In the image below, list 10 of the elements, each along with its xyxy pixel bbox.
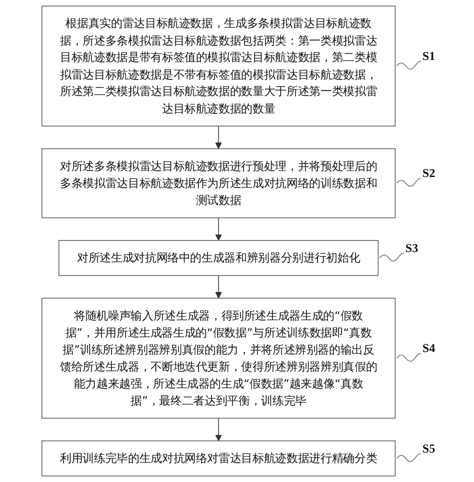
- step-label: S2: [396, 166, 436, 187]
- step-label: S4: [396, 341, 436, 362]
- step-label: S1: [396, 49, 436, 70]
- process-box: 利用训练完毕的生成对抗网络对雷达目标航迹数据进行精确分类: [42, 440, 396, 476]
- step-label: S5: [396, 441, 436, 462]
- process-box: 对所述生成对抗网络中的生成器和辨别器分别进行初始化: [58, 240, 379, 276]
- process-box: 根据真实的雷达目标航迹数据，生成多条模拟雷达目标航迹数据，所述多条模拟雷达目标航迹数据包括两类：第一类模拟雷达目标航迹数据是带有标签值的模拟雷达目标航迹数据，第二类模拟雷达目标航迹数据是不带有标签值的模拟雷达目标航迹数据，所述第二类模拟雷达目标航迹数据的数量大于所述第一类模拟雷达目标航迹数据的数量: [42, 6, 396, 126]
- step-label: S3: [379, 240, 418, 262]
- process-box: 对所述多条模拟雷达目标航迹数据进行预处理，并将预处理后的多条模拟雷达目标航迹数据作为所述生成对抗网络的训练数据和测试数据: [42, 148, 396, 218]
- process-box: 将随机噪声输入所述生成器，得到所述生成器生成的“假数据”，并用所述生成器生成的“假数据”与所述训练数据即“真数据”训练所述辨别器辨别真假的能力，并将所述辨别器的输出反馈给所述生成器，不断地迭代更新，使得所述辨别器辨别真假的能力越来越强，所述生成器的生成“假数据”越来越像“真数据”，最终二者达到平衡，训练完毕: [42, 298, 396, 419]
